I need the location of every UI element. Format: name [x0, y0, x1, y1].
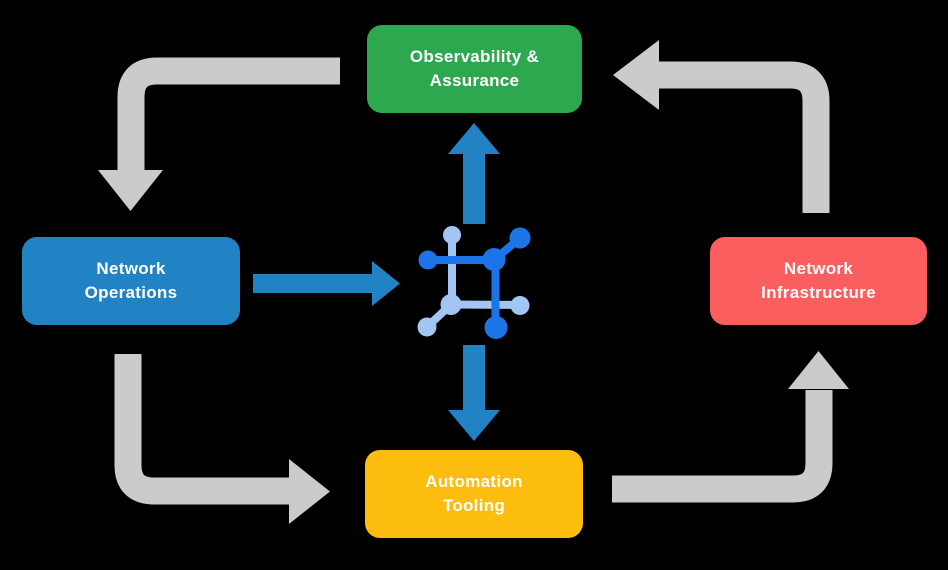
node-network-operations: Network Operations [22, 237, 240, 325]
node-label: Automation Tooling [425, 472, 523, 515]
network-mesh-icon [417, 226, 531, 339]
arrow-infrastructure-to-observability [613, 40, 830, 213]
node-automation-tooling: Automation Tooling [365, 450, 583, 538]
arrow-center-to-tooling [448, 345, 500, 441]
node-label: Observability & Assurance [409, 47, 540, 90]
arrow-center-to-observability [448, 123, 500, 224]
node-network-infrastructure: Network Infrastructure [710, 237, 927, 325]
arrow-operations-to-center [253, 261, 400, 306]
arrow-operations-to-tooling [114, 354, 330, 524]
node-label: Network Operations [84, 259, 178, 302]
arrow-observability-to-operations [98, 57, 340, 211]
node-label: Network Infrastructure [761, 259, 876, 302]
arrow-tooling-to-infrastructure [612, 351, 849, 503]
node-observability-assurance: Observability & Assurance [367, 25, 582, 113]
